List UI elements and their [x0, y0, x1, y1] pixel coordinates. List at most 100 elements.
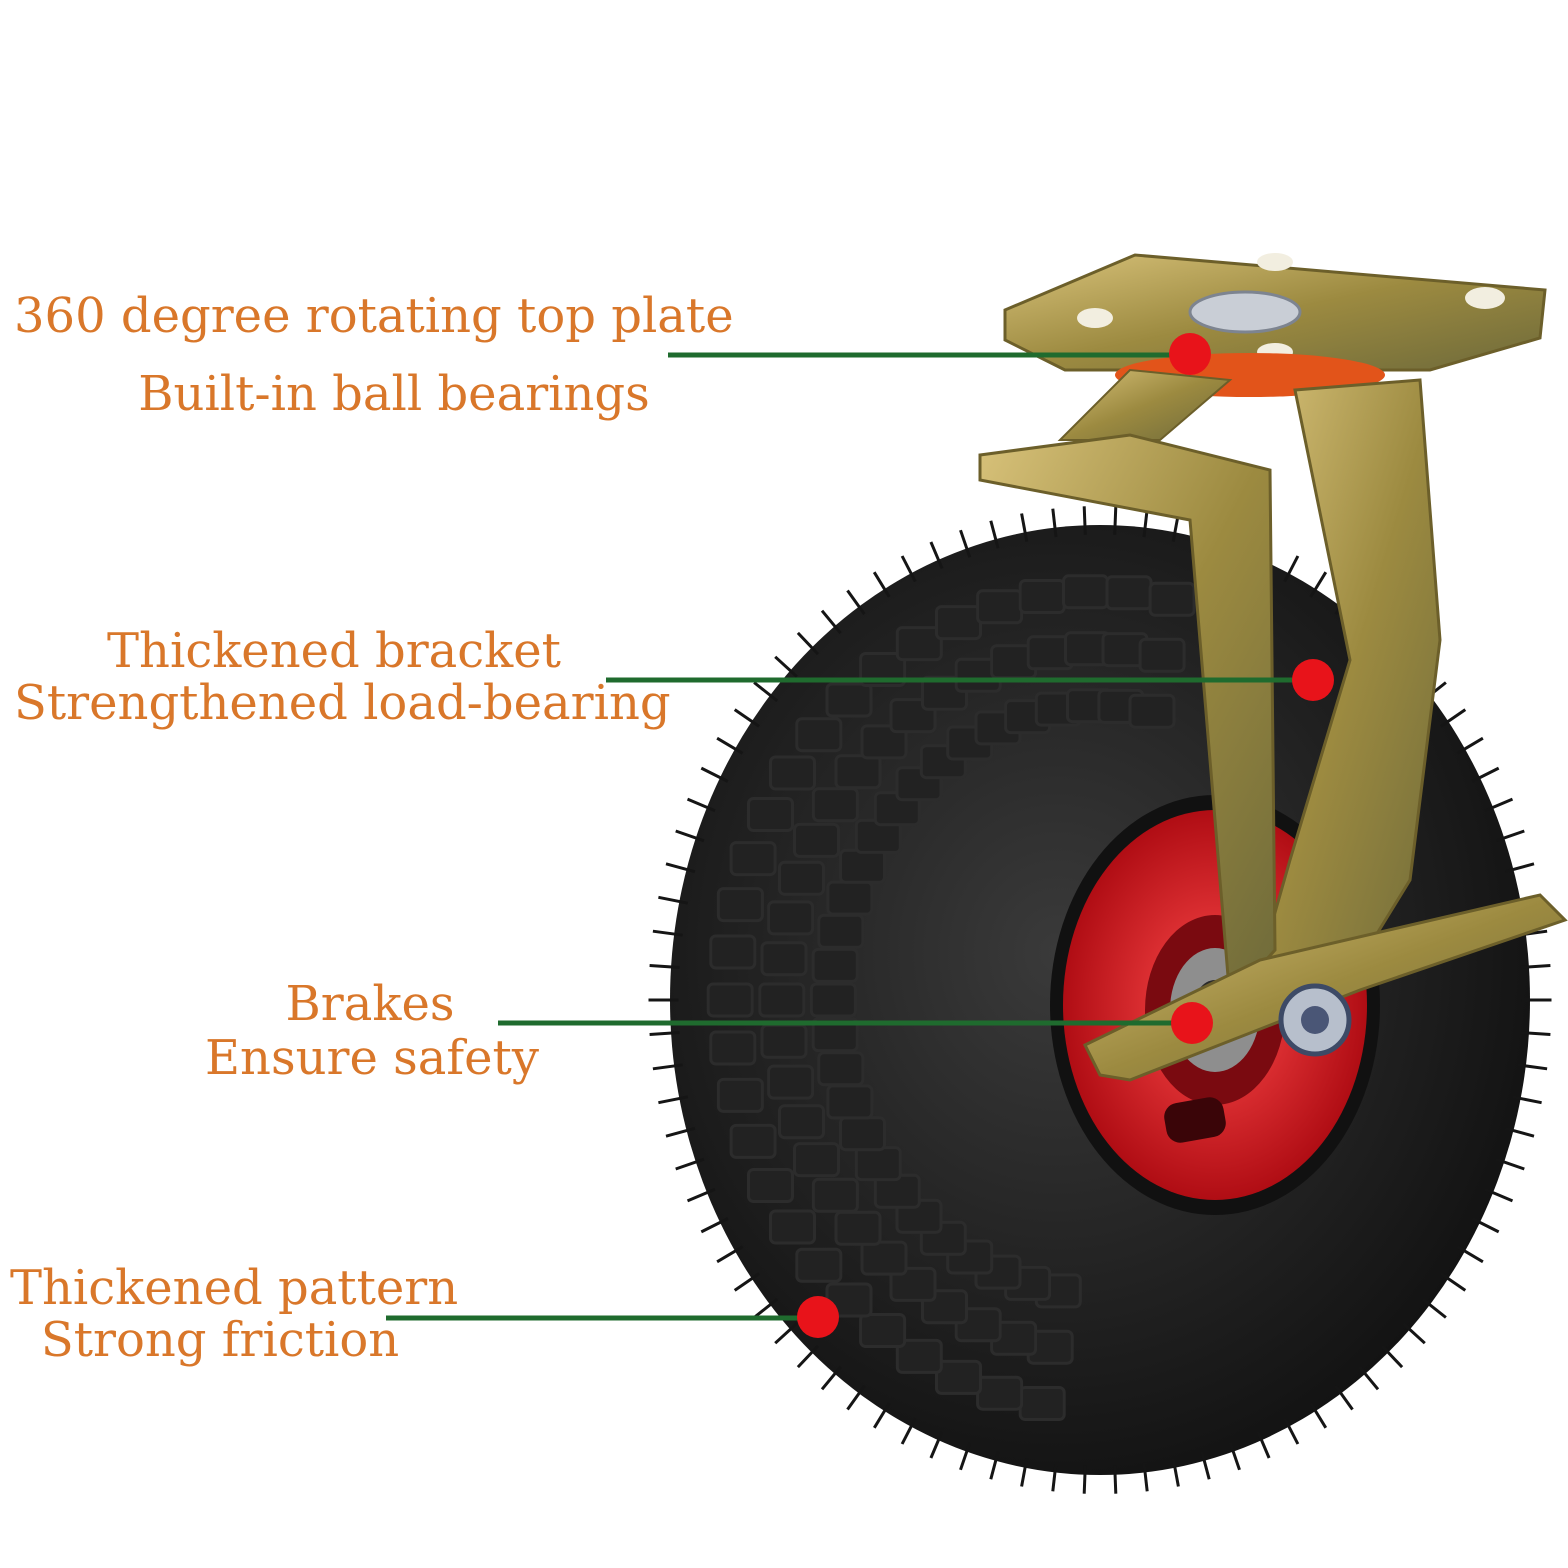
callout-brakes-line1: Brakes [285, 976, 455, 1032]
tread-block [758, 982, 806, 1018]
tire-spike [1517, 1063, 1548, 1071]
tire-spike [649, 964, 680, 969]
tread-block [811, 787, 859, 823]
callout-top-plate-line1: 360 degree rotating top plate [14, 288, 734, 344]
tire-spike [872, 571, 891, 598]
tire-spike [753, 1298, 779, 1319]
tire-spike [820, 609, 842, 635]
tread-block [709, 1030, 757, 1066]
tire-spike [1051, 1462, 1058, 1492]
tire-spike [846, 1385, 866, 1411]
tread-block [729, 841, 777, 877]
tread-block [760, 1023, 808, 1059]
tire-spike [1520, 1031, 1551, 1036]
tread-block [747, 797, 794, 832]
tread-block [839, 1116, 886, 1152]
tire-spike [1283, 1417, 1300, 1445]
tire-spike [1256, 1431, 1271, 1459]
tread-block [860, 1240, 908, 1276]
tread-block [859, 1313, 907, 1348]
tread-block [860, 724, 908, 760]
tire-spike [1334, 1385, 1354, 1411]
marker-dot-top-plate [1169, 333, 1211, 375]
callout-pattern: Thickened pattern Strong friction [10, 1260, 459, 1368]
tread-block [854, 1146, 902, 1182]
tire-spike [796, 1344, 820, 1369]
tire-spike [1082, 506, 1087, 535]
tread-block [811, 947, 859, 983]
tire-spike [652, 929, 683, 937]
tread-block [709, 934, 757, 970]
tire-spike [1309, 1402, 1328, 1429]
tire-spike [1471, 766, 1500, 783]
tire-spike [900, 555, 917, 583]
tire-spike [989, 520, 1000, 549]
tread-block [795, 1247, 843, 1283]
tire-spike [1504, 1126, 1535, 1138]
tire-spike [675, 1157, 705, 1171]
tire-spike [1484, 797, 1514, 813]
callout-brakes: Brakes Ensure safety [205, 976, 539, 1086]
tread-block [826, 880, 874, 916]
tire-spike [989, 1451, 1000, 1480]
tire-spike [1020, 513, 1029, 542]
callout-pattern-line2: Strong friction [40, 1312, 400, 1368]
tread-block [729, 1123, 777, 1159]
callout-brakes-line2: Ensure safety [205, 1030, 539, 1086]
callout-top-plate: 360 degree rotating top plate Built-in b… [14, 288, 774, 422]
tire-spike [1471, 1217, 1500, 1234]
marker-dots [797, 333, 1334, 1338]
tread-block [760, 941, 808, 977]
tire-spike [733, 1272, 760, 1292]
tread-block [716, 887, 764, 923]
tire-spike [959, 1442, 972, 1471]
marker-dot-brakes [1171, 1002, 1213, 1044]
tire-spike [1421, 1298, 1447, 1319]
tire-spike [658, 895, 689, 905]
tire-spike [1440, 1272, 1467, 1292]
tread-block [811, 1017, 859, 1053]
callout-bracket-line2: Strengthened load-bearing [14, 675, 671, 731]
tire-spike [796, 631, 820, 656]
tread-block [1148, 581, 1196, 617]
tire-spike [652, 1063, 683, 1071]
tire-spike [658, 1095, 689, 1105]
callout-pattern-line1: Thickened pattern [10, 1260, 459, 1316]
tread-block [809, 982, 857, 1018]
tread-block [826, 1084, 874, 1120]
tire-spike [774, 655, 798, 678]
tire-spike [716, 736, 744, 755]
tread-block [793, 1142, 840, 1178]
callout-bracket-line1: Thickened bracket [107, 623, 561, 679]
tire-spike [959, 529, 972, 558]
tread-block [811, 1177, 859, 1213]
tread-block [769, 1209, 816, 1245]
tire-spike [649, 1031, 680, 1036]
tire-spike [1228, 1442, 1241, 1471]
tire-spike [774, 1322, 798, 1345]
tire-spike [1142, 508, 1149, 538]
tire-spike [675, 829, 705, 843]
tire-spike [1142, 1462, 1149, 1492]
tread-block [935, 605, 982, 641]
tire-spike [665, 1126, 696, 1138]
tread-block [769, 755, 816, 791]
tread-block [834, 754, 882, 790]
tire-spike [1520, 964, 1551, 969]
tire-spike [929, 1431, 944, 1459]
tread-block [716, 1077, 764, 1113]
tread-block [834, 1210, 882, 1246]
marker-dot-bracket [1292, 659, 1334, 701]
tread-block [1105, 575, 1153, 611]
tire-spike [873, 1402, 891, 1429]
tread-block [976, 1375, 1024, 1411]
tread-block [895, 1338, 943, 1374]
tread-block [778, 1104, 825, 1140]
tire-spike [1020, 1458, 1029, 1487]
tire-spike [686, 1187, 716, 1203]
tire-spike [1511, 1095, 1542, 1105]
tire-spike [700, 766, 729, 783]
tread-block [1018, 1386, 1066, 1421]
tread-block [1128, 693, 1176, 729]
